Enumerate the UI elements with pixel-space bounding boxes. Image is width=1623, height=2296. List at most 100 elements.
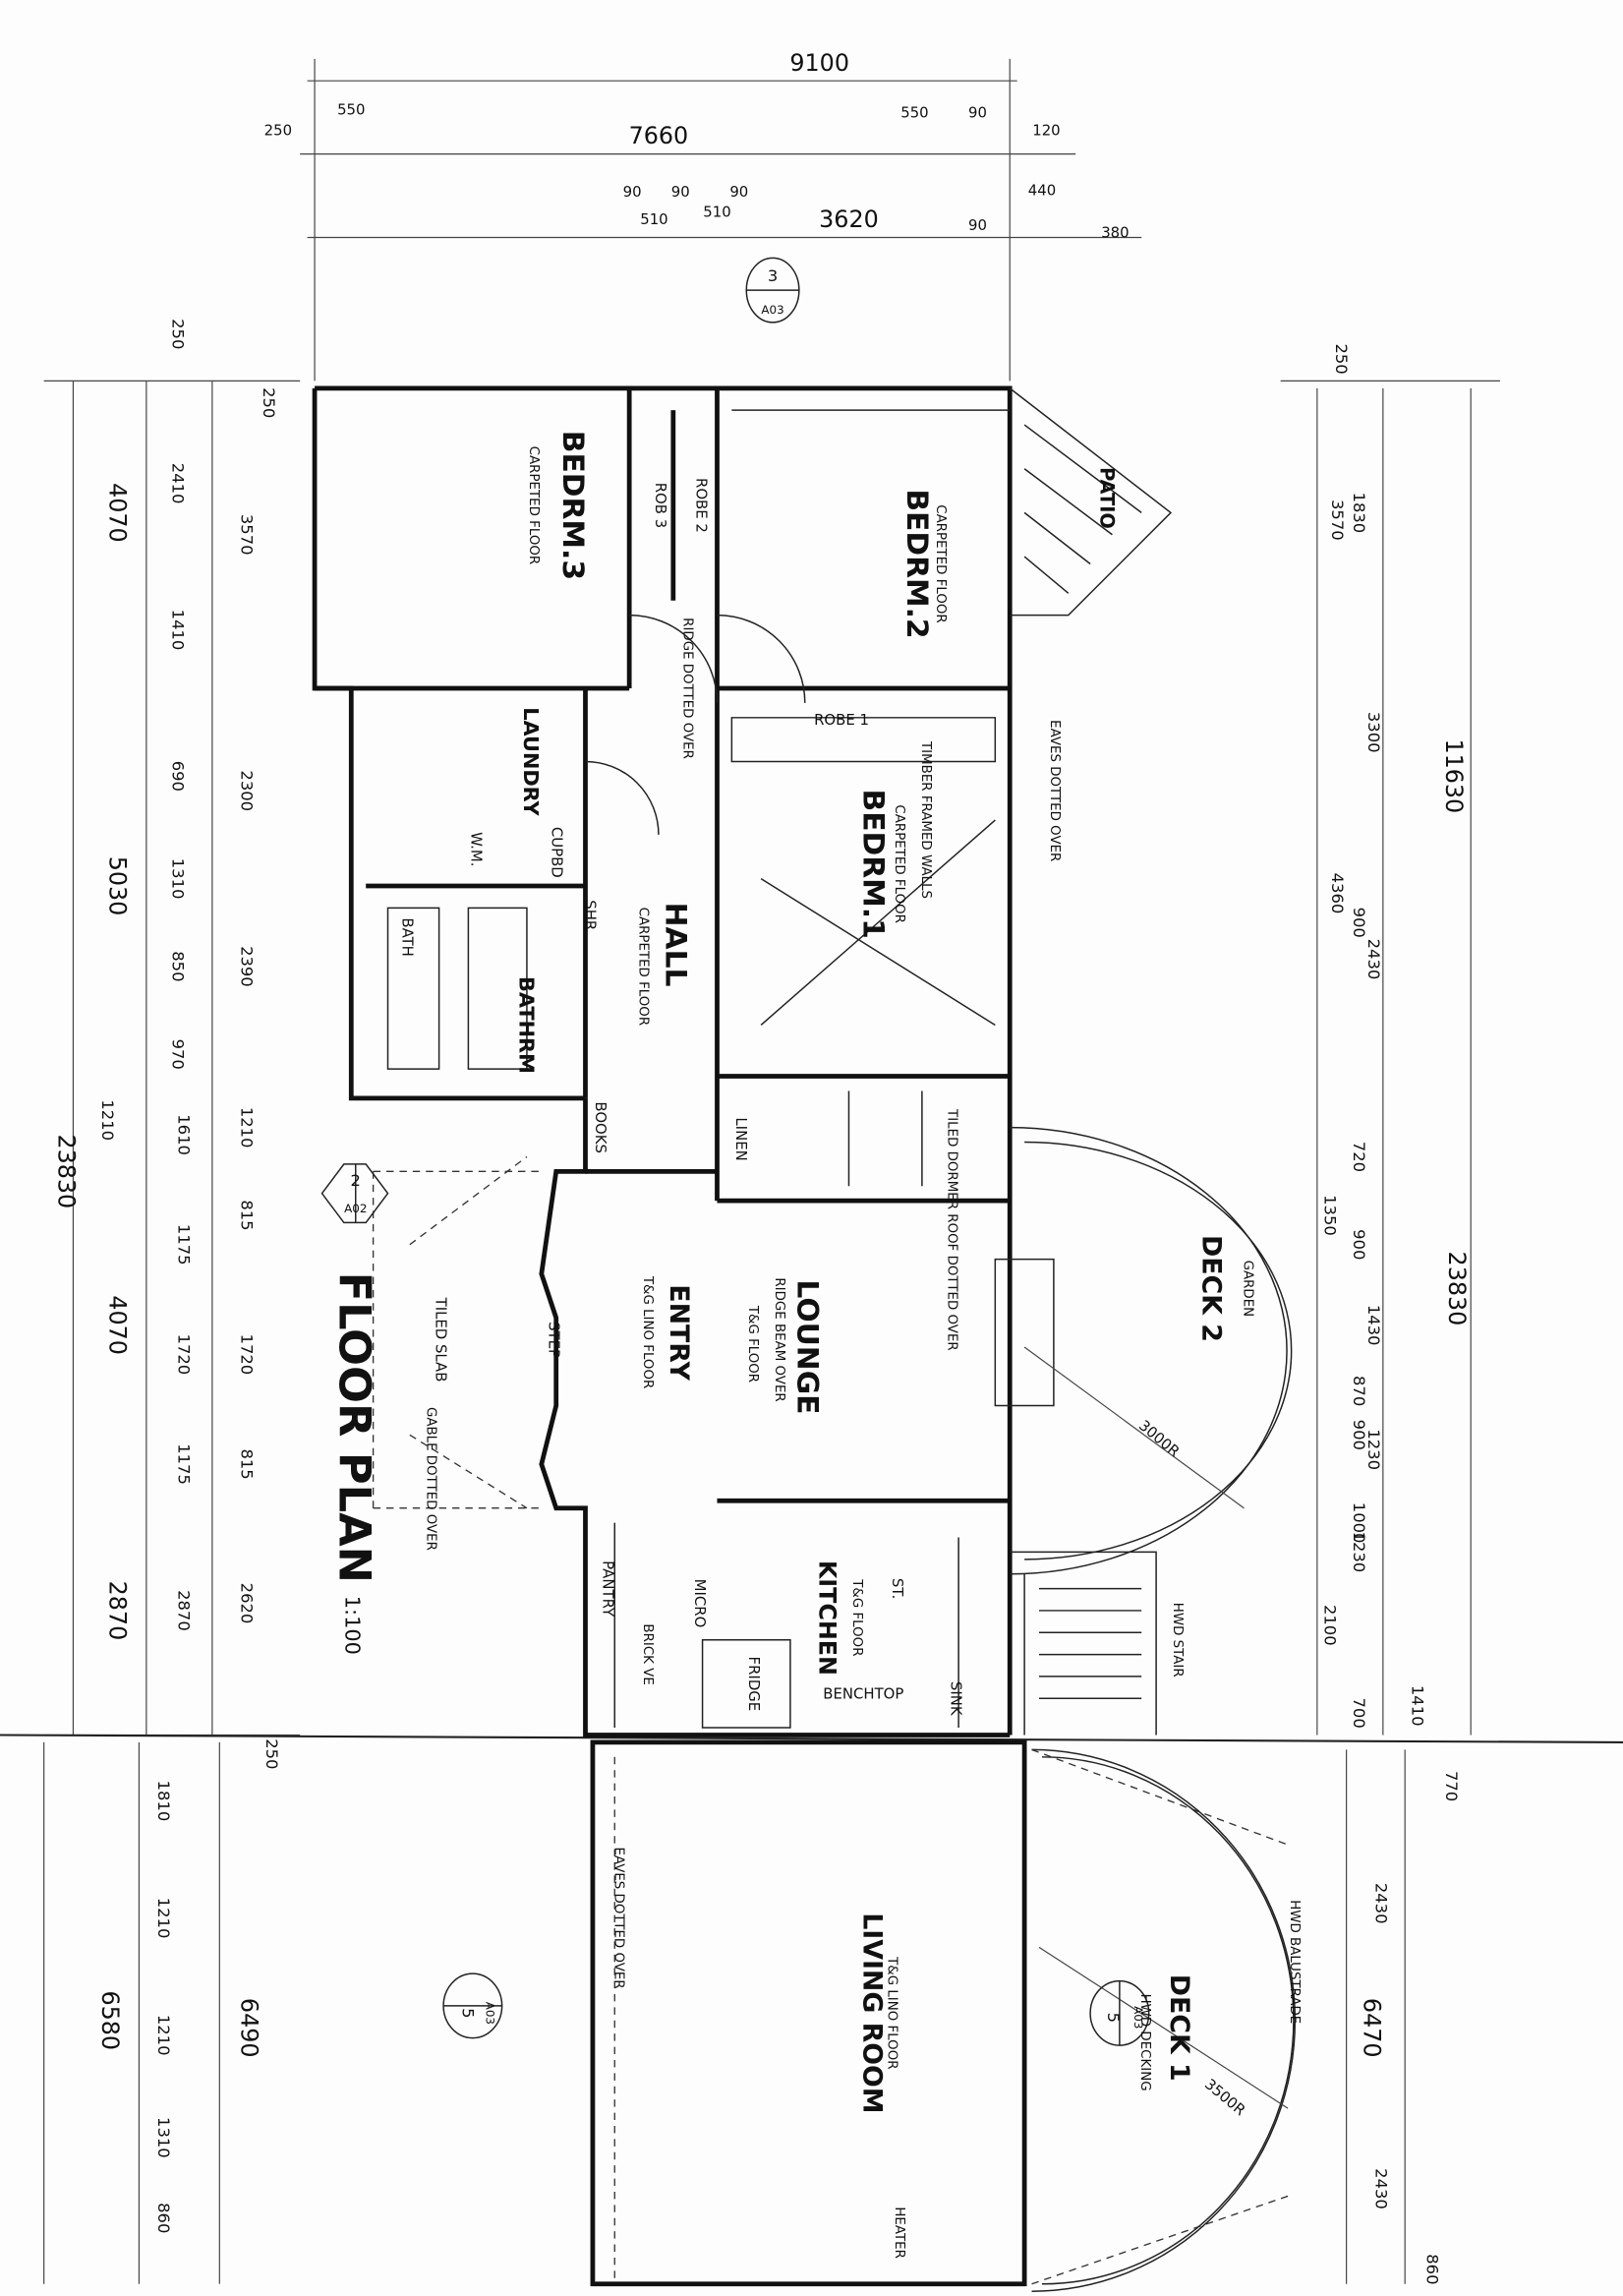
dimension-right: 2430 <box>1364 939 1383 980</box>
dimension-left: 2870 <box>104 1581 132 1641</box>
fixture-label-robe2: ROBE 2 <box>693 478 711 533</box>
note-ridge_beam: RIDGE BEAM OVER <box>772 1277 786 1401</box>
dimension-left: 2390 <box>238 946 257 987</box>
dimension-right: 900 <box>1350 1229 1368 1260</box>
dimension-left: 1210 <box>238 1107 257 1148</box>
dimension-right: 900 <box>1350 1420 1368 1450</box>
deck-1-outline <box>1031 1748 1297 2292</box>
patio-hatch <box>1023 424 1142 594</box>
dimension-right: 900 <box>1350 908 1368 938</box>
room-label-kitchen: KITCHEN <box>814 1560 841 1676</box>
dimension-left: 1310 <box>154 2117 173 2158</box>
section-marker-number: 2 <box>351 1171 361 1190</box>
section-marker-sheet: A03 <box>761 303 783 317</box>
note-gable: GABLE DOTTED OVER <box>424 1407 438 1551</box>
room-label-deck2: DECK 2 <box>1196 1235 1227 1342</box>
dimension-left: 1175 <box>175 1224 194 1266</box>
living-room-walls <box>590 1739 1027 2287</box>
patio-outline <box>1009 387 1173 617</box>
room-label-deck1: DECK 1 <box>1164 1974 1194 2082</box>
dimension-left: 250 <box>169 319 188 349</box>
bathroom-walls <box>366 688 588 1098</box>
room-label-bathrm: BATHRM <box>514 976 538 1074</box>
dimension-left: 6490 <box>236 1998 263 2058</box>
dimension-left: 2410 <box>169 463 188 504</box>
note-brick: BRICK VE <box>640 1623 655 1684</box>
dimension-left: 1410 <box>169 610 188 651</box>
dimension-right: 700 <box>1350 1698 1368 1729</box>
dimension-top: 90 <box>671 183 690 201</box>
dimension-right: 720 <box>1350 1142 1368 1172</box>
fixture-label-pantry: PANTRY <box>599 1560 616 1618</box>
dimension-top: 550 <box>900 103 928 121</box>
bath-fixtures <box>386 907 923 1187</box>
dimension-left: 690 <box>169 761 188 792</box>
fixture-label-cupbd: CUPBD <box>548 827 565 878</box>
dimension-top: 9100 <box>789 49 849 77</box>
note-tg_floor: T&G FLOOR <box>745 1305 760 1383</box>
dimension-right: 1430 <box>1364 1305 1383 1346</box>
room-label-lounge: LOUNGE <box>789 1279 824 1414</box>
dimension-left: 860 <box>154 2203 173 2233</box>
note-tiled_dormer: TILED DORMER ROOF DOTTED OVER <box>945 1108 959 1351</box>
dimension-top: 510 <box>640 210 667 228</box>
dimension-right: 1410 <box>1409 1685 1427 1727</box>
dimension-left: 1720 <box>175 1334 194 1376</box>
dimension-right: 1000 <box>1350 1502 1368 1544</box>
dimension-right: 3300 <box>1364 712 1383 753</box>
tiled-slab-outline <box>372 1155 542 1509</box>
note-tg_lino: T&G LINO FLOOR <box>640 1275 655 1388</box>
fixture-label-linen: LINEN <box>732 1117 750 1160</box>
fixture-label-rob3: ROB 3 <box>652 483 669 528</box>
dimension-left: 850 <box>169 951 188 981</box>
note-balustrade: HWD BALUSTRADE <box>1287 1900 1302 2024</box>
section-marker[interactable] <box>745 257 800 324</box>
dimension-left: 815 <box>238 1448 257 1479</box>
fixture-label-robe1: ROBE 1 <box>814 711 869 729</box>
section-marker[interactable] <box>442 1972 503 2039</box>
dimension-left: 250 <box>260 387 278 418</box>
note-carpeted: CARPETED FLOOR <box>933 504 948 623</box>
dimension-left: 5030 <box>104 856 132 916</box>
dimension-right: 870 <box>1350 1376 1368 1406</box>
dimension-right: 1230 <box>1350 1532 1368 1573</box>
dimension-top: 510 <box>703 204 730 221</box>
dimension-left: 1310 <box>169 858 188 900</box>
section-marker-sheet: A03 <box>483 2002 496 2025</box>
section-marker-number: 5 <box>458 2008 477 2018</box>
room-label-patio: PATIO <box>1096 467 1119 529</box>
note-heater: HEATER <box>892 2207 906 2259</box>
dimension-right: 4360 <box>1328 873 1347 914</box>
dimension-top: 90 <box>968 103 987 121</box>
dimension-right: 6470 <box>1358 1998 1385 2058</box>
section-marker-number: 5 <box>1104 2013 1123 2023</box>
section-marker-sheet: A03 <box>1131 2006 1145 2029</box>
dimension-top: 3620 <box>819 206 879 233</box>
dimension-right: 11630 <box>1440 739 1468 814</box>
section-marker[interactable] <box>1089 1979 1150 2046</box>
fixture-label-tiled_slab: TILED SLAB <box>433 1297 450 1383</box>
walls <box>312 385 1289 2287</box>
fixture-label-shr: SHR <box>581 900 599 930</box>
room-label-laundry: LAUNDRY <box>519 707 543 816</box>
fixture-label-st: ST. <box>889 1578 906 1600</box>
fixture-label-fridge: FRIDGE <box>745 1657 763 1712</box>
dimension-left: 250 <box>262 1738 281 1769</box>
deck-1-radius: 3500R <box>1201 2075 1248 2119</box>
room-label-living: LIVING ROOM <box>856 1913 887 2113</box>
dimension-right: 3570 <box>1328 500 1347 541</box>
note-hwd_stair: HWD STAIR <box>1170 1603 1185 1678</box>
dimension-left: 1610 <box>175 1114 194 1155</box>
dimension-right: 1830 <box>1350 493 1368 534</box>
fixture-label-wm: W.M. <box>467 832 485 866</box>
dimension-lines <box>0 58 1623 2284</box>
room-label-bedrm1: BEDRM.1 <box>855 790 890 939</box>
section-marker[interactable] <box>320 1163 389 1224</box>
dimension-left: 23830 <box>53 1134 81 1208</box>
fixture-label-micro: MICRO <box>691 1579 709 1628</box>
note-tg_floor: T&G FLOOR <box>849 1578 864 1656</box>
note-carpeted: CARPETED FLOOR <box>526 446 541 565</box>
